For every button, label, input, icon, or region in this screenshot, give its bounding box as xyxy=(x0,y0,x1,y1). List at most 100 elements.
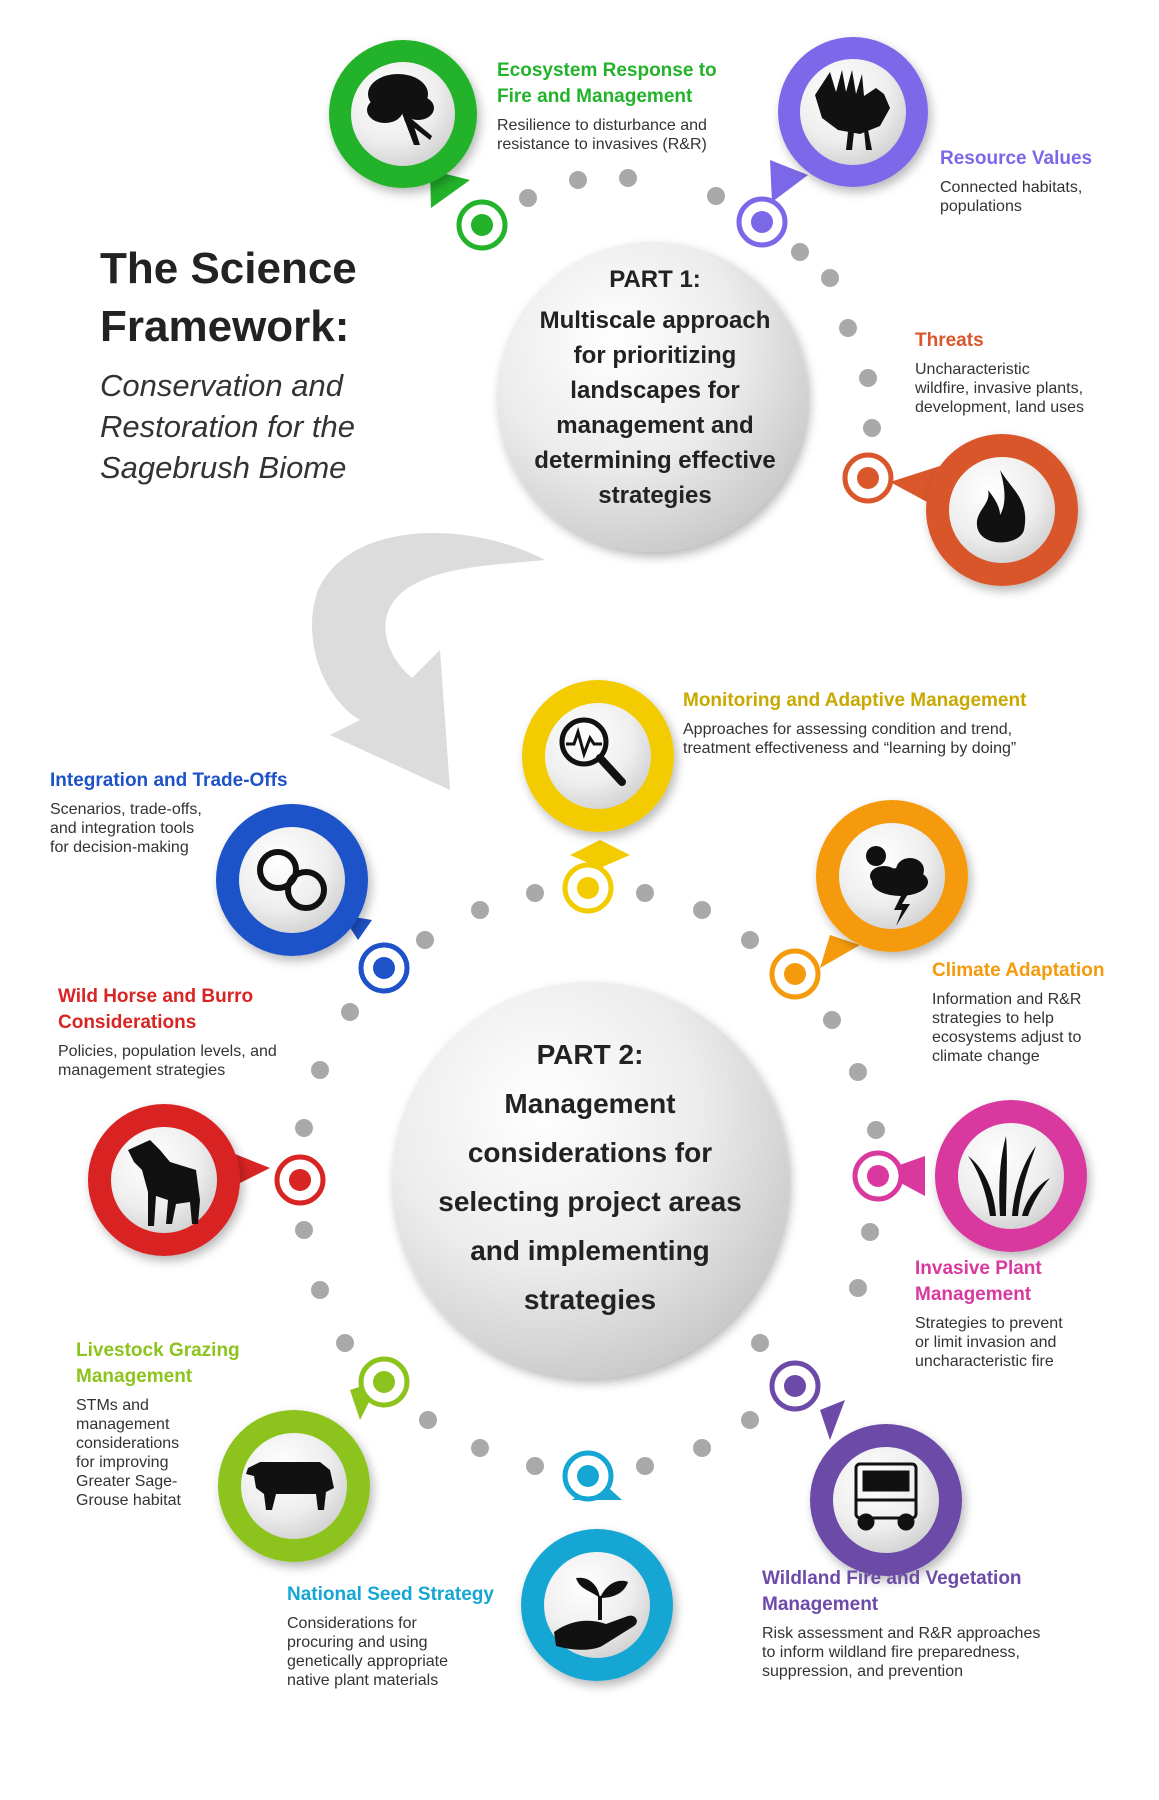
desc-line: for improving xyxy=(76,1454,169,1471)
heading-line: Ecosystem Response to xyxy=(497,60,717,81)
heading-line: Wild Horse and Burro xyxy=(58,986,254,1007)
climate-label: Climate Adaptation Information and R&R s… xyxy=(932,958,1104,1066)
desc-line: and integration tools xyxy=(50,820,195,837)
cow-icon xyxy=(246,1462,334,1510)
part2-line: strategies xyxy=(523,1284,657,1315)
seedling-hand-icon xyxy=(554,1577,637,1650)
page-subtitle: Conservation and Restoration for the Sag… xyxy=(100,365,355,488)
resource-values-bubble xyxy=(736,37,928,248)
livestock-label: Livestock Grazing Management STMs and ma… xyxy=(76,1338,240,1510)
tree-icon xyxy=(367,74,434,145)
climate-bubble xyxy=(769,800,968,1000)
ecosystem-response-heading: Ecosystem Response to Fire and Managemen… xyxy=(497,58,717,110)
desc-line: development, land uses xyxy=(915,399,1084,416)
subtitle-line-1: Conservation and xyxy=(100,368,343,403)
livestock-desc: STMs and management considerations for i… xyxy=(76,1396,240,1510)
part2-line: and implementing xyxy=(470,1235,710,1266)
grass-icon xyxy=(968,1136,1050,1216)
heading-line: Management xyxy=(76,1366,193,1387)
part1-line: landscapes for xyxy=(570,377,740,404)
horse-icon xyxy=(128,1140,200,1226)
horse-bubble xyxy=(88,1104,326,1256)
horse-desc: Policies, population levels, and managem… xyxy=(58,1042,277,1080)
desc-line: Considerations for xyxy=(287,1615,417,1632)
subtitle-line-2: Restoration for the xyxy=(100,409,356,444)
monitoring-heading: Monitoring and Adaptive Management xyxy=(683,690,1027,711)
desc-line: STMs and xyxy=(76,1397,149,1414)
heading-line: Fire and Management xyxy=(497,86,693,107)
heading-line: Livestock Grazing xyxy=(76,1340,240,1361)
seed-heading: National Seed Strategy xyxy=(287,1584,494,1605)
climate-heading: Climate Adaptation xyxy=(932,960,1105,981)
part2-line: Management xyxy=(504,1088,676,1119)
desc-line: considerations xyxy=(76,1435,180,1452)
invasive-plant-label: Invasive Plant Management Strategies to … xyxy=(915,1256,1063,1371)
heading-line: Management xyxy=(762,1594,879,1615)
part1-line: for prioritizing xyxy=(573,342,737,369)
wildland-fire-heading: Wildland Fire and Vegetation Management xyxy=(762,1566,1040,1618)
heading-line: Invasive Plant xyxy=(915,1258,1042,1279)
part1-line: strategies xyxy=(598,482,712,509)
part1-line: Multiscale approach xyxy=(539,307,771,334)
desc-line: management xyxy=(76,1416,170,1433)
desc-line: Approaches for assessing condition and t… xyxy=(683,721,1013,738)
part2-label: PART 2: xyxy=(536,1039,644,1070)
desc-line: Policies, population levels, and xyxy=(58,1043,277,1060)
desc-line: to inform wildland fire preparedness, xyxy=(762,1644,1020,1661)
desc-line: treatment effectiveness and “learning by… xyxy=(683,740,1017,757)
desc-line: strategies to help xyxy=(932,1010,1054,1027)
monitoring-bubble xyxy=(522,680,674,914)
magnifier-icon xyxy=(559,717,626,786)
livestock-bubble xyxy=(218,1356,410,1562)
desc-line: or limit invasion and xyxy=(915,1334,1057,1351)
desc-line: Connected habitats, xyxy=(940,179,1083,196)
threats-label: Threats Uncharacteristic wildfire, invas… xyxy=(915,328,1084,417)
resource-values-desc: Connected habitats, populations xyxy=(940,178,1092,216)
storm-cloud-icon xyxy=(866,846,928,926)
climate-desc: Information and R&R strategies to help e… xyxy=(932,990,1104,1066)
desc-line: Scenarios, trade-offs, xyxy=(50,801,202,818)
heading-line: Considerations xyxy=(58,1012,197,1033)
part2-text: PART 2: Management considerations for se… xyxy=(420,1030,760,1324)
ecosystem-response-desc: Resilience to disturbance and resistance… xyxy=(497,116,717,154)
desc-line: suppression, and prevention xyxy=(762,1663,964,1680)
page-title: The Science Framework: xyxy=(100,240,357,356)
desc-line: for decision-making xyxy=(50,839,189,856)
desc-line: Information and R&R xyxy=(932,991,1082,1008)
part2-line: selecting project areas xyxy=(438,1186,742,1217)
part1-connector-dots xyxy=(519,169,881,437)
part1-circle xyxy=(497,242,807,552)
seed-desc: Considerations for procuring and using g… xyxy=(287,1614,494,1690)
desc-line: management strategies xyxy=(58,1062,226,1079)
wildland-fire-bubble xyxy=(769,1360,962,1576)
desc-line: native plant materials xyxy=(287,1672,439,1689)
wildland-fire-label: Wildland Fire and Vegetation Management … xyxy=(762,1566,1040,1681)
resource-values-label: Resource Values Connected habitats, popu… xyxy=(940,146,1092,216)
heading-line: Wildland Fire and Vegetation xyxy=(762,1568,1022,1589)
livestock-heading: Livestock Grazing Management xyxy=(76,1338,240,1390)
desc-line: Grouse habitat xyxy=(76,1492,181,1509)
horse-label: Wild Horse and Burro Considerations Poli… xyxy=(58,984,277,1080)
invasive-plant-heading: Invasive Plant Management xyxy=(915,1256,1063,1308)
flame-icon xyxy=(976,470,1026,543)
part1-line: determining effective xyxy=(534,447,776,474)
flow-arrow xyxy=(312,532,545,790)
threats-desc: Uncharacteristic wildfire, invasive plan… xyxy=(915,360,1084,417)
threats-heading: Threats xyxy=(915,330,984,351)
title-line-2: Framework: xyxy=(100,302,350,351)
desc-line: Risk assessment and R&R approaches xyxy=(762,1625,1041,1642)
part2-circle xyxy=(392,982,788,1378)
part2-line: considerations for xyxy=(467,1137,713,1168)
ecosystem-response-label: Ecosystem Response to Fire and Managemen… xyxy=(497,58,717,154)
sage-grouse-icon xyxy=(815,70,890,150)
desc-line: ecosystems adjust to xyxy=(932,1029,1082,1046)
ecosystem-response-bubble xyxy=(329,40,508,251)
desc-line: Uncharacteristic xyxy=(915,361,1030,378)
threats-bubble xyxy=(842,434,1078,586)
desc-line: climate change xyxy=(932,1048,1040,1065)
desc-line: Strategies to prevent xyxy=(915,1315,1063,1332)
title-line-1: The Science xyxy=(100,244,357,293)
integration-bubble xyxy=(216,804,410,994)
resource-values-heading: Resource Values xyxy=(940,148,1093,169)
